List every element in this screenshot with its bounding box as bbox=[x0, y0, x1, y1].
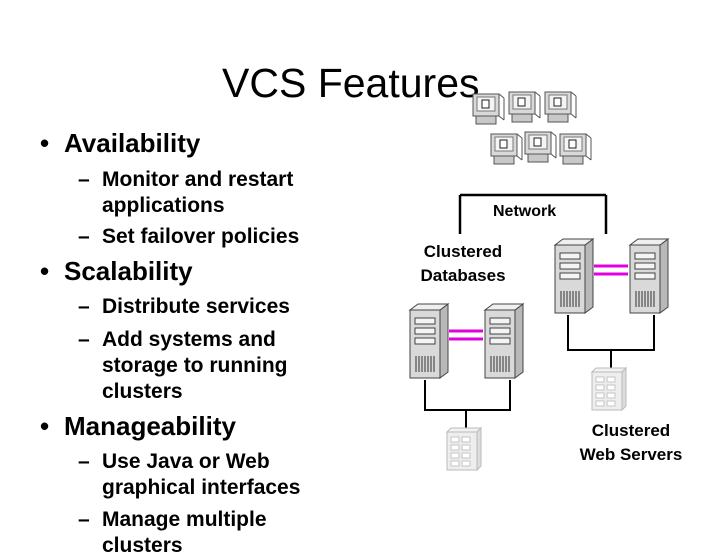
sub-bullet-dash: – bbox=[78, 450, 90, 473]
bullet-scalability: • Scalability bbox=[40, 256, 193, 287]
sub-bullet-text: Distribute services bbox=[102, 295, 290, 318]
db-label-line2: Databases bbox=[420, 266, 506, 285]
heartbeat-link bbox=[594, 264, 628, 276]
database-server-icon bbox=[554, 238, 594, 314]
slide-title: VCS Features bbox=[222, 60, 480, 106]
bullet-dot: • bbox=[40, 411, 50, 441]
sub-bullet: –Distribute services bbox=[78, 294, 348, 320]
network-link bbox=[458, 193, 608, 234]
client-computers-icon bbox=[472, 91, 592, 165]
sub-bullet: –Set failover policies bbox=[78, 224, 348, 250]
clustered-web-servers-label: Clustered Web Servers bbox=[566, 419, 696, 467]
bullet-label: Scalability bbox=[64, 256, 193, 286]
bullet-label: Availability bbox=[64, 128, 201, 158]
bullet-list: •Availability –Monitor and restart appli… bbox=[40, 128, 348, 557]
sub-bullet-text: Use Java or Web graphical interfaces bbox=[102, 450, 301, 499]
sub-bullet-text: Add systems and storage to running clust… bbox=[102, 328, 288, 403]
storage-link bbox=[424, 380, 511, 428]
sub-bullet-dash: – bbox=[78, 225, 90, 248]
cluster-diagram bbox=[409, 91, 669, 471]
bullet-dot: • bbox=[40, 256, 50, 286]
web-storage-icon bbox=[446, 427, 482, 471]
sub-bullet: –Add systems and storage to running clus… bbox=[78, 327, 318, 405]
web-label-line2: Web Servers bbox=[579, 445, 683, 464]
web-server-icon bbox=[484, 303, 524, 379]
bullet-label: Manageability bbox=[64, 411, 236, 441]
sub-bullet-dash: – bbox=[78, 295, 90, 318]
heartbeat-link bbox=[449, 329, 483, 341]
sub-bullet-dash: – bbox=[78, 328, 90, 351]
web-server-icon bbox=[409, 303, 449, 379]
web-label-line1: Clustered bbox=[591, 421, 671, 440]
sub-bullet: –Use Java or Web graphical interfaces bbox=[78, 449, 338, 501]
sub-bullet-text: Set failover policies bbox=[102, 225, 300, 248]
sub-bullet: –Monitor and restart applications bbox=[78, 167, 328, 219]
bullet-availability: • Availability bbox=[40, 128, 200, 159]
sub-bullet-dash: – bbox=[78, 168, 90, 191]
database-storage-icon bbox=[591, 367, 627, 411]
db-label-line1: Clustered bbox=[423, 242, 503, 261]
bullet-manageability: • Manageability bbox=[40, 411, 236, 442]
sub-bullet-dash: – bbox=[78, 508, 90, 531]
database-server-icon bbox=[629, 238, 669, 314]
network-label: Network bbox=[493, 203, 557, 220]
sub-bullet-text: Monitor and restart applications bbox=[102, 168, 294, 217]
bullet-dot: • bbox=[40, 128, 50, 158]
clustered-databases-label: Clustered Databases bbox=[410, 240, 516, 288]
storage-link bbox=[567, 315, 655, 368]
